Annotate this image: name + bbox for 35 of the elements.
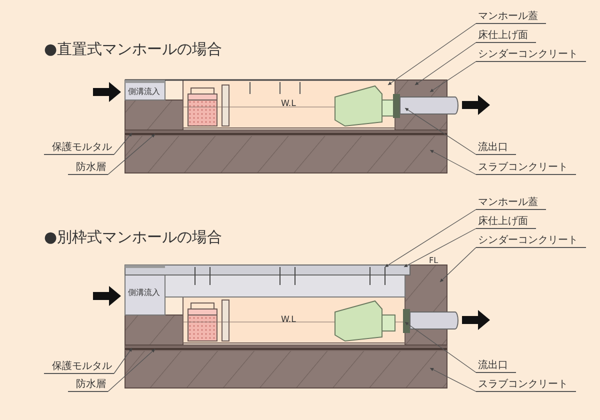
leader-line xyxy=(404,322,476,373)
leader-line xyxy=(114,348,132,374)
part-label: 保護モルタル xyxy=(44,141,114,155)
part-label: マンホール蓋 xyxy=(476,10,546,24)
part-label: 床仕上げ面 xyxy=(476,29,536,43)
section-heading: ●直置式マンホールの場合 xyxy=(44,40,222,59)
water-level-label: W.L xyxy=(281,315,296,325)
part-label: 防水層 xyxy=(68,378,108,392)
part-label: スラブコンクリート xyxy=(476,161,576,175)
part-label: シンダーコンクリート xyxy=(476,234,586,248)
flow-label: 側溝流入 xyxy=(128,287,160,298)
part-label: 防水層 xyxy=(68,161,108,175)
leader-line xyxy=(108,348,156,392)
part-label: シンダーコンクリート xyxy=(476,48,586,62)
water-level-label: W.L xyxy=(281,99,296,109)
leader-line xyxy=(404,228,476,268)
leader-line xyxy=(108,134,156,175)
leader-line xyxy=(440,247,476,282)
part-label: スラブコンクリート xyxy=(476,378,576,392)
leader-line xyxy=(388,23,476,86)
part-label: 流出口 xyxy=(476,359,516,373)
floor-level-label: FL xyxy=(429,256,438,265)
leader-line xyxy=(414,42,476,86)
leader-line xyxy=(430,61,476,92)
part-label: 床仕上げ面 xyxy=(476,215,536,229)
leader-line xyxy=(114,132,132,155)
part-label: 保護モルタル xyxy=(44,360,114,374)
section-heading: ●別枠式マンホールの場合 xyxy=(44,228,222,247)
flow-label: 側溝流入 xyxy=(128,86,160,97)
part-label: マンホール蓋 xyxy=(476,196,546,210)
leader-line xyxy=(430,150,476,175)
part-label: 流出口 xyxy=(476,141,516,155)
leader-line xyxy=(404,108,476,155)
leader-line xyxy=(430,368,476,392)
leader-line xyxy=(384,209,476,268)
